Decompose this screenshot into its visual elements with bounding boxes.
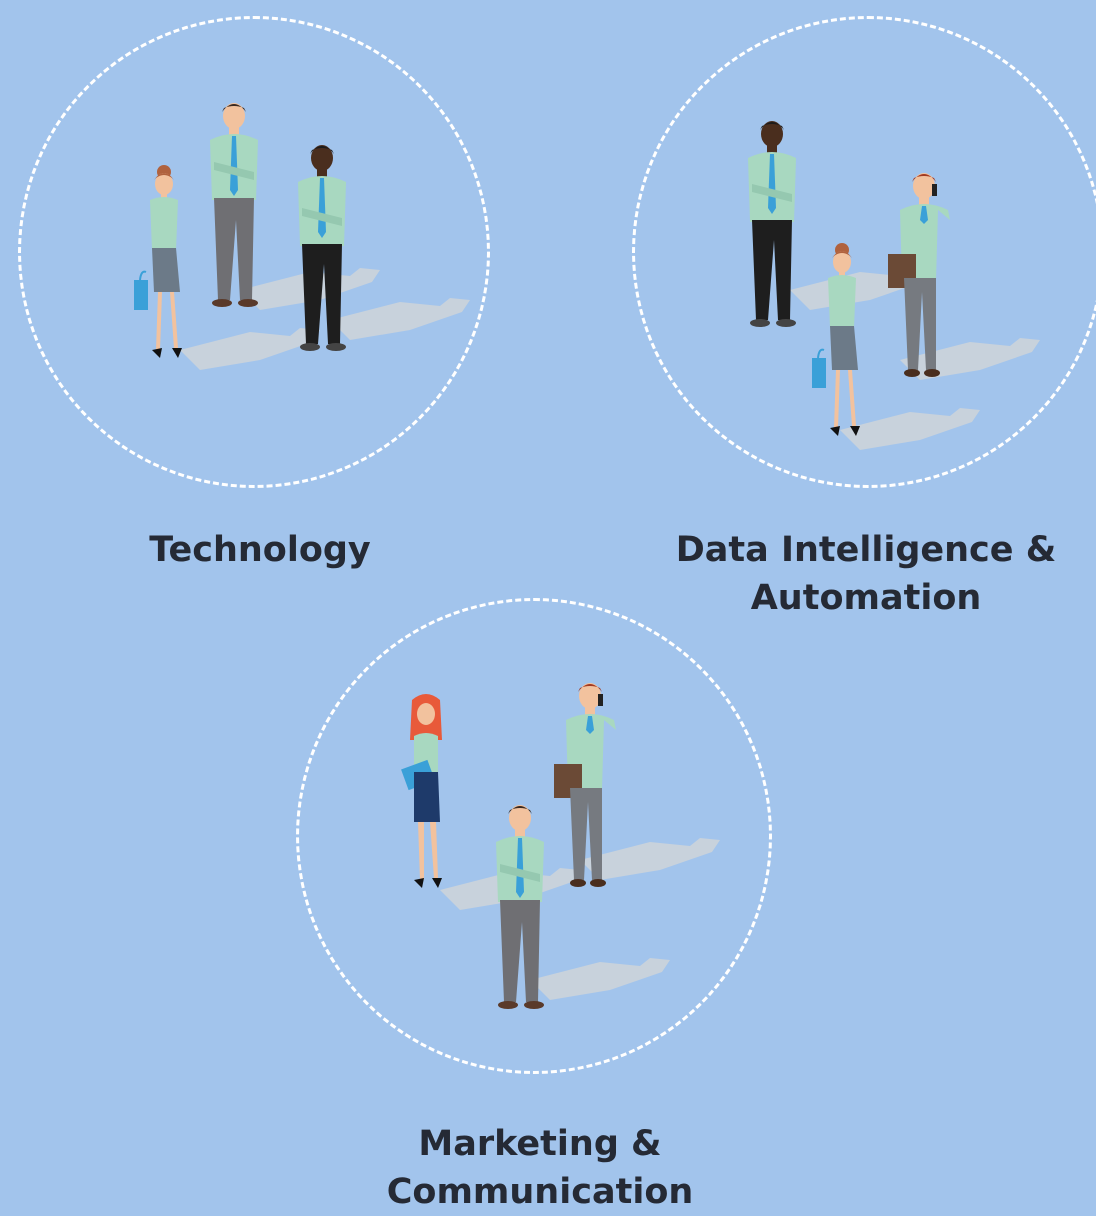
business-team-icon xyxy=(133,103,470,370)
dashed-circle xyxy=(632,16,1096,488)
group-data-intelligence: Data Intelligence & Automation xyxy=(600,0,1096,640)
group-technology: Technology xyxy=(0,0,520,600)
group-label: Technology xyxy=(149,530,371,570)
group-marketing: Marketing & Communication xyxy=(280,590,800,1214)
business-team-icon xyxy=(748,121,1040,450)
dashed-circle xyxy=(18,16,490,488)
dashed-circle xyxy=(296,598,772,1074)
group-label: Data Intelligence & Automation xyxy=(675,530,1057,618)
group-label: Marketing & Communication xyxy=(386,1124,694,1212)
business-team-icon xyxy=(401,683,720,1009)
